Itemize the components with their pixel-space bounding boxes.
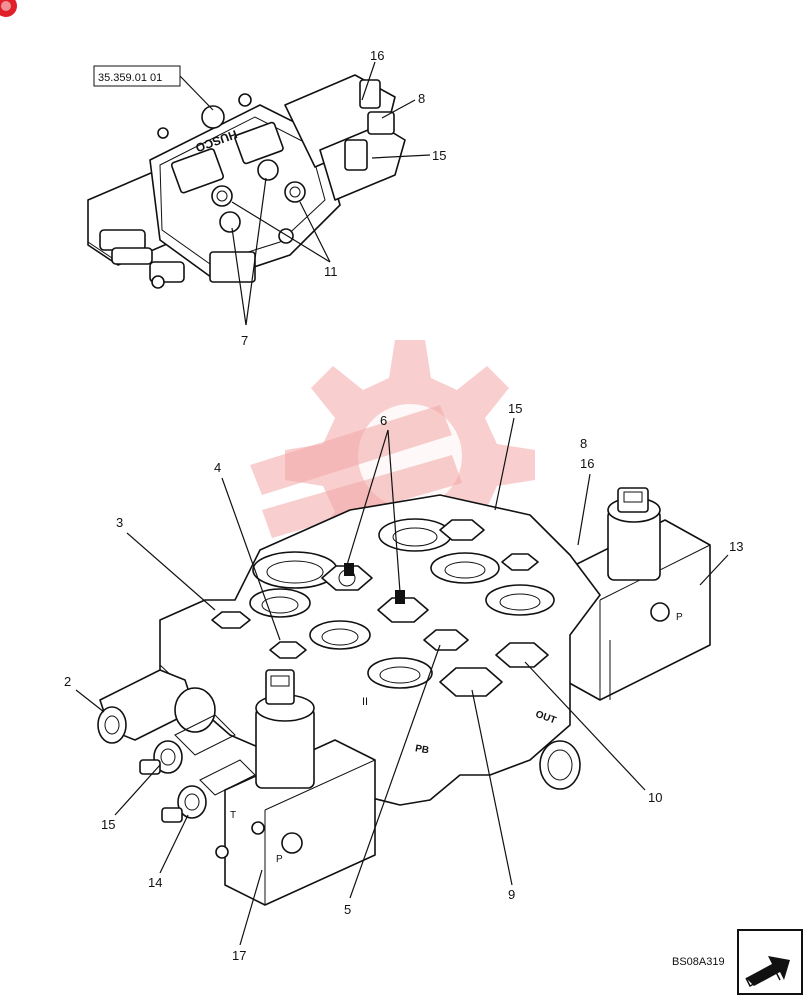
leader-main-8-16 xyxy=(577,473,591,546)
callout-main-3: 3 xyxy=(116,515,123,530)
leader-main-13 xyxy=(699,554,729,586)
leader-main-9 xyxy=(471,689,513,886)
callout-main-14: 14 xyxy=(148,875,162,890)
leader-top-11a xyxy=(299,201,331,263)
drawing-id: BS08A319 xyxy=(672,956,725,968)
callout-main-16: 16 xyxy=(580,456,594,471)
leader-main-3 xyxy=(126,532,216,611)
reference-code-text: 35.359.01 01 xyxy=(98,72,162,84)
callout-top-7: 7 xyxy=(241,333,248,348)
port-p-left: P xyxy=(276,854,283,865)
leader-top-11b xyxy=(231,201,331,263)
body-marking-pb: PB xyxy=(414,743,430,756)
callout-main-5: 5 xyxy=(344,902,351,917)
leader-top-7a xyxy=(231,227,247,326)
leader-main-2 xyxy=(75,689,105,713)
callout-top-15: 15 xyxy=(432,148,446,163)
callout-top-11: 11 xyxy=(324,264,338,279)
leader-main-15b xyxy=(114,764,161,816)
valve-assembly-exploded: P II xyxy=(97,487,711,906)
leader-main-6a xyxy=(346,429,389,566)
valve-assembly-overview: HUSCO xyxy=(87,74,406,289)
leader-main-14 xyxy=(159,814,189,874)
callout-main-4: 4 xyxy=(214,460,221,475)
leader-main-5 xyxy=(349,644,441,899)
reference-leader xyxy=(179,75,214,111)
callout-main-6: 6 xyxy=(380,413,387,428)
callout-main-15: 15 xyxy=(508,401,522,416)
callout-main-17: 17 xyxy=(232,948,246,963)
port-t-left: T xyxy=(230,810,236,821)
callout-main-15b: 15 xyxy=(101,817,115,832)
callout-main-13: 13 xyxy=(729,539,743,554)
callout-main-2: 2 xyxy=(64,674,71,689)
leader-main-17 xyxy=(239,869,263,946)
leader-main-4 xyxy=(221,477,281,641)
leader-top-8 xyxy=(381,99,416,119)
body-marking-ii: II xyxy=(362,696,368,708)
corner-badge-icon xyxy=(0,0,17,17)
callout-top-8: 8 xyxy=(418,91,425,106)
leader-main-10 xyxy=(524,661,646,791)
callout-top-16: 16 xyxy=(370,48,384,63)
callout-main-8: 8 xyxy=(580,436,587,451)
reference-code-box[interactable]: 35.359.01 01 xyxy=(93,65,181,87)
callout-main-10: 10 xyxy=(648,790,662,805)
leader-main-6b xyxy=(387,429,401,593)
callout-main-9: 9 xyxy=(508,887,515,902)
arrow-icon xyxy=(746,956,790,986)
leader-top-7b xyxy=(245,177,267,326)
next-page-arrow-button[interactable] xyxy=(737,929,803,995)
port-p-right: P xyxy=(676,612,683,623)
leader-top-15 xyxy=(371,154,431,159)
leader-top-16 xyxy=(361,61,376,101)
leader-main-15 xyxy=(494,417,515,511)
